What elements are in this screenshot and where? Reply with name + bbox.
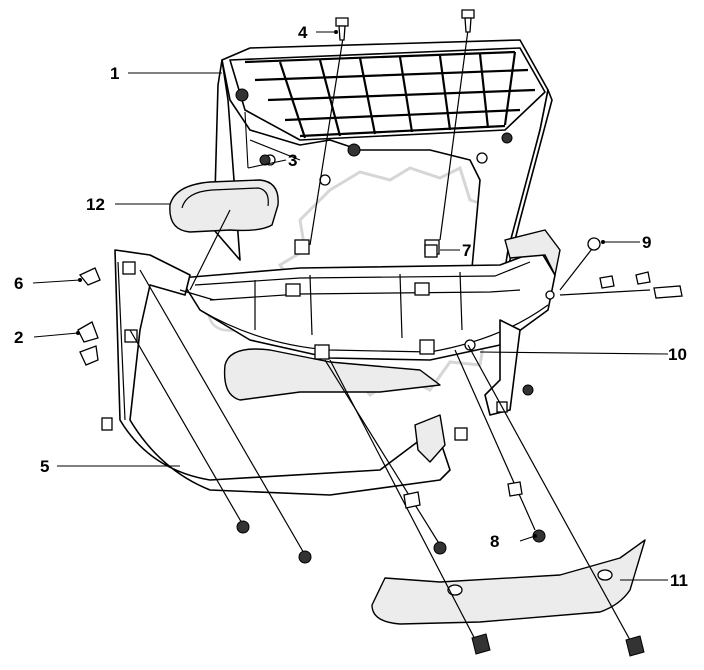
callout-9: 9	[642, 233, 651, 252]
callout-6: 6	[14, 274, 23, 293]
part-10-central-duct	[179, 229, 561, 401]
callouts: 1 2 3 4 5 6 7 8 9 10 11 12	[14, 23, 688, 590]
fasteners	[77, 9, 683, 657]
part-11-lower-trim	[371, 539, 646, 625]
callout-1: 1	[110, 64, 119, 83]
callout-leaders	[32, 30, 669, 581]
callout-8: 8	[490, 532, 499, 551]
callout-7: 7	[462, 241, 471, 260]
part-12-cover-plate	[169, 179, 279, 233]
part-5-lower-side-panel	[101, 249, 451, 496]
callout-11: 11	[670, 571, 688, 590]
callout-2: 2	[14, 328, 23, 347]
callout-3: 3	[288, 151, 297, 170]
callout-10: 10	[668, 345, 687, 364]
assembly-lines	[129, 29, 651, 646]
callout-12: 12	[86, 195, 105, 214]
part-1-upper-housing	[213, 39, 553, 301]
callout-4: 4	[298, 23, 308, 42]
callout-5: 5	[40, 457, 49, 476]
